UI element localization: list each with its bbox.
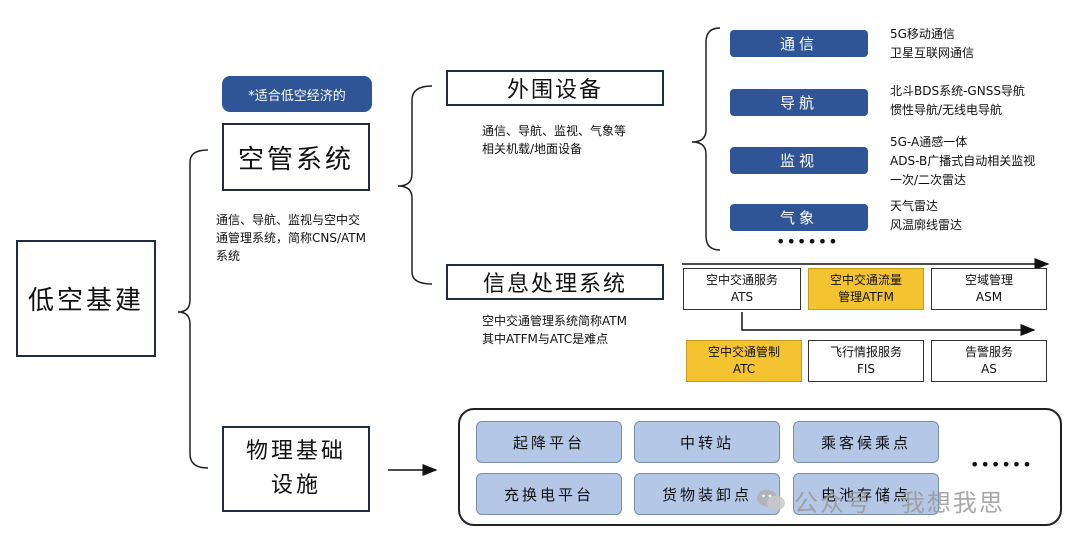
infra-item-battery-storage: 电池存储点: [793, 473, 939, 515]
root-node: 低空基建: [16, 240, 156, 357]
peripheral-item-detail: 北斗BDS系统-GNSS导航 惯性导航/无线电导航: [890, 84, 1025, 117]
watermark: 公众号 · 我想我思: [756, 480, 1052, 520]
peripheral-bracket: [691, 27, 721, 251]
atc-system-node: 空管系统: [222, 123, 370, 191]
infra-item-transfer-station: 中转站: [634, 421, 780, 463]
atm-cell-as: 告警服务 AS: [931, 340, 1047, 382]
cell-line: AS: [981, 362, 997, 376]
peripheral-item-label: 气象: [779, 209, 818, 227]
atc-system-label: 空管系统: [237, 144, 354, 175]
physical-more: ••••••: [970, 455, 1033, 474]
cell-line: 管理ATFM: [838, 290, 894, 304]
atm-cell-ats: 空中交通服务 ATS: [683, 268, 801, 310]
physical-node: 物理基础 设施: [222, 426, 370, 512]
info-processing-node: 信息处理系统: [446, 264, 664, 300]
cell-line: ATS: [730, 290, 754, 304]
infra-item-label: 乘客候乘点: [820, 433, 911, 452]
infra-item-charging-platform: 充换电平台: [476, 473, 622, 515]
watermark-text: 公众号 · 我想我思: [794, 488, 1005, 517]
cell-line: FIS: [856, 362, 876, 376]
atm-cell-asm: 空域管理 ASM: [931, 268, 1047, 310]
peripheral-item-label: 监视: [779, 152, 818, 170]
infra-item-landing-platform: 起降平台: [476, 421, 622, 463]
peripheral-item-label: 通信: [779, 35, 818, 53]
atc-system-note: 通信、导航、监视与空中交 通管理系统，简称CNS/ATM 系统: [216, 213, 366, 263]
peripheral-more: ••••••: [776, 232, 839, 251]
peripheral-item-detail: 天气雷达 风温廓线雷达: [890, 199, 963, 232]
peripheral-node: 外围设备: [446, 70, 664, 106]
infra-item-passenger-point: 乘客候乘点: [793, 421, 939, 463]
ats-branch-arrow: [741, 312, 1036, 336]
infra-item-label: 充换电平台: [503, 485, 594, 504]
info-processing-label: 信息处理系统: [482, 272, 627, 297]
peripheral-item-label: 导航: [779, 94, 818, 112]
peripheral-item-weather: 气象: [730, 204, 868, 231]
cell-line: 告警服务: [964, 345, 1013, 359]
cell-line: 飞行情报服务: [829, 345, 902, 359]
cell-line: 空中交通流量: [829, 273, 902, 287]
infra-item-label: 货物装卸点: [661, 485, 752, 504]
atc-bracket: [397, 85, 433, 285]
peripheral-item-communication: 通信: [730, 30, 868, 57]
tag-label: *适合低空经济的: [248, 88, 346, 104]
infra-item-label: 电池存储点: [820, 485, 911, 504]
cell-line: 空域管理: [964, 273, 1013, 287]
cell-line: 空中交通管制: [707, 345, 780, 359]
physical-label-line1: 物理基础: [245, 439, 346, 464]
peripheral-item-detail: 5G移动通信 卫星互联网通信: [890, 27, 975, 60]
infra-item-label: 中转站: [679, 433, 734, 452]
peripheral-item-navigation: 导航: [730, 89, 868, 116]
wechat-icon: [757, 489, 785, 511]
info-processing-note: 空中交通管理系统简称ATM 其中ATFM与ATC是难点: [482, 314, 627, 346]
tag-pill: *适合低空经济的: [222, 76, 372, 112]
infra-item-cargo-point: 货物装卸点: [634, 473, 780, 515]
atm-cell-atc: 空中交通管制 ATC: [686, 340, 802, 382]
atm-cell-atfm: 空中交通流量 管理ATFM: [808, 268, 924, 310]
cell-line: 空中交通服务: [705, 273, 778, 287]
peripheral-item-surveillance: 监视: [730, 147, 868, 174]
root-bracket: [177, 149, 209, 469]
atm-cell-fis: 飞行情报服务 FIS: [808, 340, 924, 382]
root-label: 低空基建: [27, 286, 144, 316]
peripheral-label: 外围设备: [506, 78, 603, 103]
peripheral-item-detail: 5G-A通感一体 ADS-B广播式自动相关监视 一次/二次雷达: [890, 135, 1036, 187]
cell-line: ASM: [975, 290, 1003, 304]
infra-item-label: 起降平台: [512, 433, 585, 452]
peripheral-note: 通信、导航、监视、气象等 相关机载/地面设备: [482, 124, 627, 156]
physical-label-line2: 设施: [270, 473, 321, 498]
cell-line: ATC: [732, 362, 756, 376]
